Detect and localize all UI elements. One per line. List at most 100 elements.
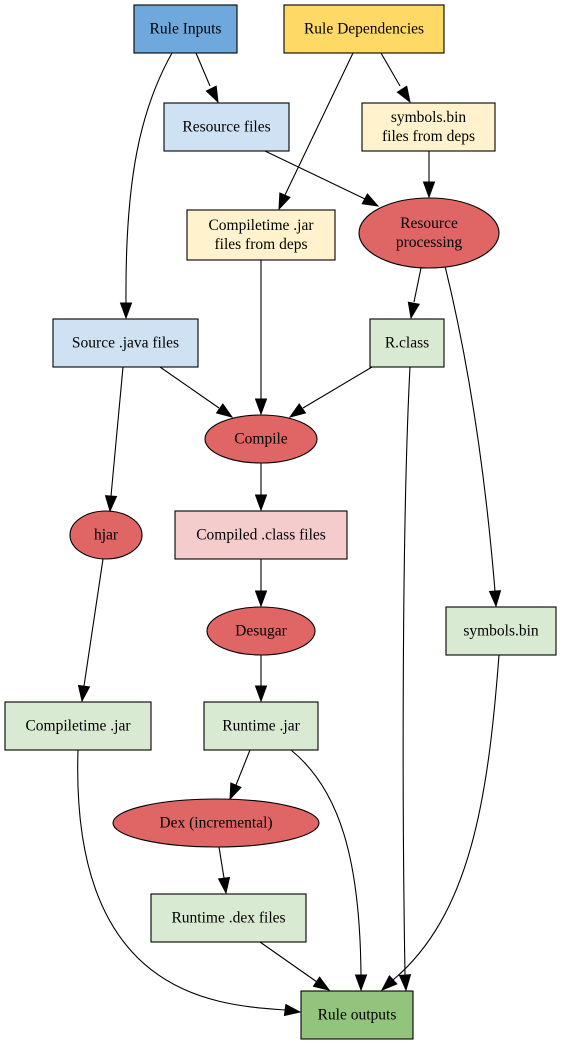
edge-line <box>290 749 362 976</box>
node-symbols-bin-deps: symbols.bin files from deps <box>361 102 496 152</box>
arrow-head-icon <box>361 193 380 207</box>
node-dex-incremental-label: Dex (incremental) <box>159 815 272 832</box>
node-rule-inputs-label: Rule Inputs <box>150 21 222 38</box>
edge-rule_inputs-to-source_java_files <box>119 52 173 320</box>
edge-source_java_files-to-compile <box>159 366 234 418</box>
arrow-head-icon <box>312 976 331 991</box>
edge-line <box>402 366 411 976</box>
edge-rule_dependencies-to-symbols_bin_deps <box>380 52 411 104</box>
node-box <box>52 318 199 368</box>
edge-resource_processing-to-r_class <box>407 267 422 320</box>
node-rule-outputs-label: Rule outputs <box>318 1007 397 1024</box>
edge-line <box>284 52 354 196</box>
node-symbols-bin-deps-label: symbols.bin <box>391 109 467 126</box>
node-rule-dependencies: Rule Dependencies <box>283 4 445 54</box>
arrow-head-icon <box>254 685 268 703</box>
node-source-java-files: Source .java files <box>52 318 199 368</box>
arrow-head-icon <box>229 782 242 801</box>
node-rule-dependencies-label: Rule Dependencies <box>304 21 424 38</box>
node-box <box>186 209 336 261</box>
edge-line <box>264 150 366 200</box>
edge-hjar-to-compiletime_jar <box>77 558 104 703</box>
edge-line <box>218 846 225 879</box>
edge-line <box>392 654 500 981</box>
node-compiled-class-files: Compiled .class files <box>174 510 348 560</box>
arrow-head-icon <box>77 684 91 703</box>
node-ellipse <box>69 510 143 560</box>
node-compiletime-jar-deps: Compiletime .jar files from deps <box>186 209 336 261</box>
edge-symbols_bin_deps-to-resource_processing <box>422 151 436 199</box>
edge-line <box>235 749 251 786</box>
edge-line <box>195 52 211 87</box>
arrow-head-icon <box>396 85 411 104</box>
node-ellipse <box>206 606 316 656</box>
node-symbols-bin-label: symbols.bin <box>463 623 539 640</box>
edge-rule_inputs-to-resource_files <box>195 52 219 104</box>
node-r-class: R.class <box>369 318 445 368</box>
node-runtime-jar: Runtime .jar <box>203 701 319 751</box>
node-source-java-files-label: Source .java files <box>72 335 179 352</box>
node-compiled-class-files-label: Compiled .class files <box>196 527 326 544</box>
node-box <box>163 102 290 152</box>
edge-runtime_jar-to-dex_incremental <box>229 749 251 801</box>
node-compiletime-jar-deps-label: Compiletime .jar <box>208 217 314 234</box>
edge-line <box>159 366 220 409</box>
node-ellipse <box>112 798 320 848</box>
edge-compiled_class_files-to-desugar <box>254 559 268 608</box>
edge-line <box>259 941 318 983</box>
node-box <box>203 701 319 751</box>
node-hjar: hjar <box>69 510 143 560</box>
arrow-head-icon <box>354 974 368 992</box>
node-runtime-dex-files-label: Runtime .dex files <box>171 910 285 927</box>
edge-line <box>444 265 496 592</box>
node-box <box>283 4 445 54</box>
edge-line <box>110 366 124 497</box>
node-compile-label: Compile <box>234 431 288 448</box>
node-rule-inputs: Rule Inputs <box>133 4 238 54</box>
node-symbols-bin-deps-label: files from deps <box>382 128 475 145</box>
arrow-head-icon <box>398 974 412 992</box>
node-resource-files-label: Resource files <box>182 119 270 136</box>
arrow-head-icon <box>380 974 398 991</box>
node-compile: Compile <box>204 414 318 464</box>
edge-r_class-to-rule_outputs <box>398 366 412 992</box>
node-desugar-label: Desugar <box>235 623 287 640</box>
arrow-head-icon <box>254 494 268 512</box>
node-compiletime-jar-deps-label: files from deps <box>215 236 308 253</box>
edges <box>77 52 502 1017</box>
node-ellipse <box>204 414 318 464</box>
arrow-head-icon <box>283 1003 302 1017</box>
edge-line <box>125 52 173 304</box>
node-box <box>4 701 152 751</box>
arrow-head-icon <box>254 590 268 608</box>
arrow-head-icon <box>119 302 133 320</box>
node-dex-incremental: Dex (incremental) <box>112 798 320 848</box>
edge-resource_files-to-resource_processing <box>264 150 380 207</box>
arrow-head-icon <box>488 590 502 608</box>
edge-r_class-to-compile <box>288 366 373 418</box>
node-rule-outputs: Rule outputs <box>300 990 414 1040</box>
node-box <box>174 510 348 560</box>
node-hjar-label: hjar <box>94 527 119 544</box>
edge-compiletime_jar-to-rule_outputs <box>77 749 302 1017</box>
edge-dex_incremental-to-runtime_dex_files <box>217 846 231 895</box>
edge-symbols_bin-to-rule_outputs <box>380 654 500 991</box>
arrow-head-icon <box>278 192 291 211</box>
node-runtime-jar-label: Runtime .jar <box>222 718 300 735</box>
arrow-head-icon <box>288 403 307 418</box>
edge-resource_processing-to-symbols_bin <box>444 265 502 608</box>
node-box <box>300 990 414 1040</box>
node-box <box>361 102 496 152</box>
node-box <box>445 606 557 656</box>
node-r-class-label: R.class <box>385 335 429 352</box>
node-compiletime-jar-label: Compiletime .jar <box>25 718 131 735</box>
edge-runtime_jar-to-rule_outputs <box>290 749 368 992</box>
edge-line <box>83 558 104 687</box>
edge-line <box>302 366 373 409</box>
arrow-head-icon <box>215 403 234 418</box>
node-box <box>133 4 238 54</box>
edge-compile-to-compiled_class_files <box>254 463 268 512</box>
node-desugar: Desugar <box>206 606 316 656</box>
arrow-head-icon <box>254 398 268 416</box>
